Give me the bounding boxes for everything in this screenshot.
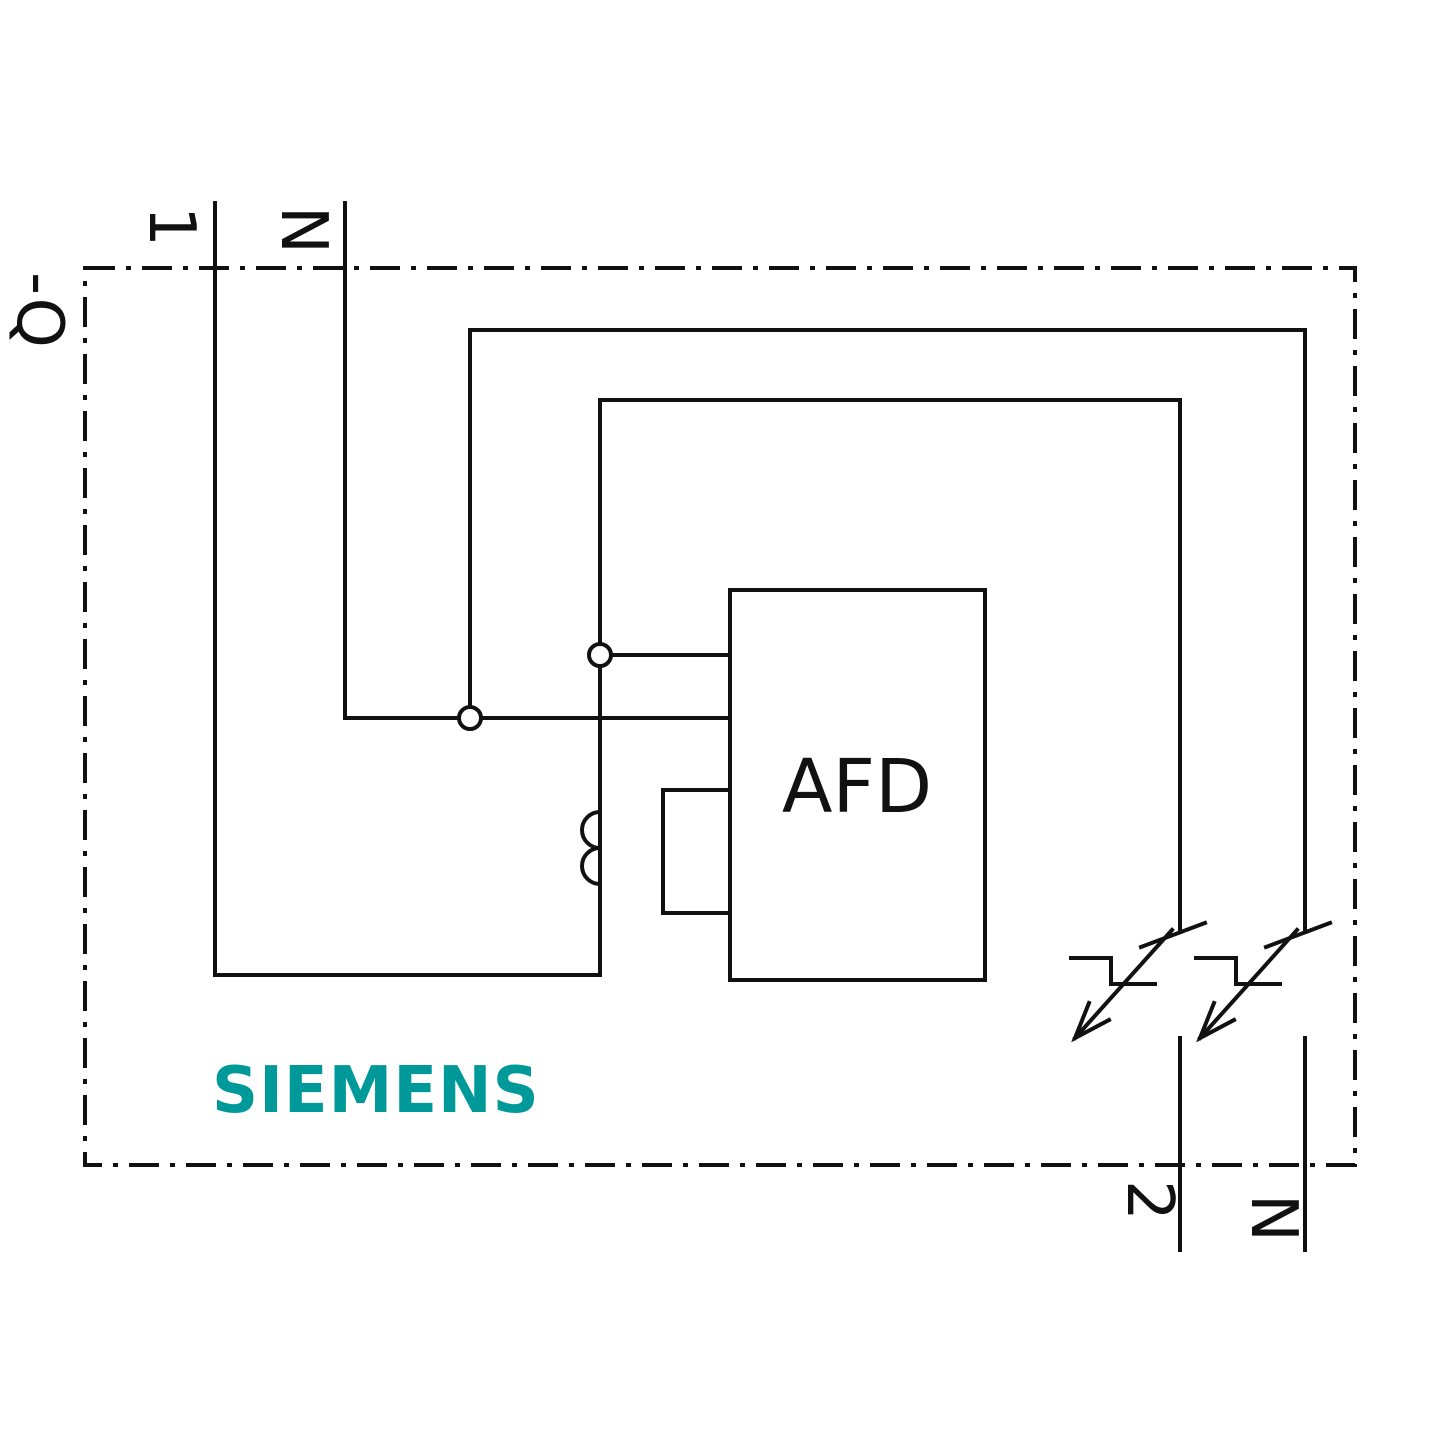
breaker-pole-line (1069, 920, 1208, 1043)
device-boundary (83, 266, 1357, 1167)
breaker-contact-tick (1138, 920, 1208, 950)
breaker-trip-arrow (1196, 1000, 1237, 1043)
breaker-contact-tick (1263, 920, 1333, 950)
neutral-conductor-path (343, 201, 1307, 1252)
afd-block-label: AFD (782, 744, 932, 830)
brand-logo: SIEMENS (212, 1054, 540, 1128)
terminal-label-output-neutral: N (1236, 1194, 1310, 1242)
ct-sensor-bracket (661, 788, 732, 915)
junction-node-neutral (457, 705, 483, 731)
breaker-release-hook (1069, 956, 1157, 986)
terminal-label-input-neutral: N (266, 206, 340, 254)
terminal-label-output-line: 2 (1112, 1180, 1186, 1221)
breaker-trip-arrow (1071, 1000, 1112, 1043)
breaker-pole-neutral (1194, 920, 1333, 1043)
terminal-label-input-line: 1 (134, 206, 208, 247)
ct-coil-arcs (580, 809, 603, 887)
junction-node-line (587, 642, 613, 668)
breaker-release-hook (1194, 956, 1282, 986)
line-conductor-path (213, 201, 1182, 1252)
afd-block (728, 588, 987, 982)
device-designation-label: -Q (2, 272, 76, 348)
